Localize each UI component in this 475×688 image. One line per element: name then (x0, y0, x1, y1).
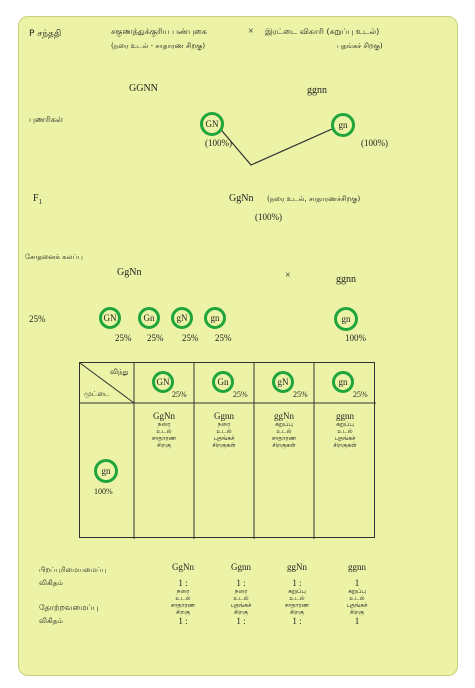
table-head-gamete-2: Gn (212, 371, 234, 393)
table-row-gamete: gn (94, 459, 118, 483)
test-gamete-pct-2: 25% (147, 333, 164, 343)
table-head-pct-4: 25% (353, 390, 368, 399)
test-row-percent: 25% (29, 314, 46, 324)
table-head-gamete-3: gN (272, 371, 294, 393)
gamete2-percent: (100%) (361, 138, 388, 148)
gamete-circle-gn-parent1: GN (200, 112, 224, 136)
table-head-pct-2: 25% (233, 390, 248, 399)
parent1-genotype: GGNN (129, 83, 158, 94)
parent1-detail: (நரை உடல் - சாதாரண சிறகு) (111, 42, 206, 50)
f1-genotype: GgNn (229, 193, 254, 204)
offspring-cell-2: Ggnn நரை உடல் புதங்கச் சிறகுகள் (212, 411, 236, 449)
offspring-cell-3: ggNn கறுப்பு உடல் சாதாரண சிறகுகள் (271, 411, 297, 449)
gametes-label: புணரிகள் (29, 115, 64, 124)
test-gamete-gn-lowerG: gN (171, 307, 193, 329)
test-gamete-pct-4: 25% (215, 333, 232, 343)
test-parent2-gamete: gn (334, 307, 358, 331)
punnett-table: விந்து முட்டை GN 25% Gn 25% gN 25% gn 25… (79, 362, 376, 539)
f1-phenotype: (நரை உடல், சாதாரணச்சிறகு) (267, 195, 361, 203)
test-cross-label: சோதனைக் கலப்பு (25, 253, 83, 261)
corner-egg-label: முட்டை (84, 390, 110, 398)
table-head-gamete-4: gn (332, 371, 354, 393)
test-gamete-pct-3: 25% (182, 333, 199, 343)
corner-sperm-label: விந்து (110, 368, 129, 376)
test-gamete-pct-1: 25% (115, 333, 132, 343)
test-gamete-gn-lower: gn (204, 307, 226, 329)
ratio-col-4: ggnn 1 கறுப்பு உடல் புதங்கச் சிறகு 1 (346, 562, 368, 626)
connector-lines (216, 124, 342, 166)
parent2-genotype: ggnn (307, 85, 327, 96)
phenotype-ratio-label-2: விகிதம் (39, 617, 63, 625)
table-head-pct-1: 25% (172, 390, 187, 399)
ratio-col-1: GgNn 1 : நரை உடல் சாதாரண சிறகு 1 : (170, 562, 196, 626)
test-cross-sign: × (285, 270, 291, 281)
parent1-phenotype: சகுணத்துக்குரிய பண்புகை (111, 27, 207, 36)
p-generation-label: P சந்ததி (29, 29, 62, 39)
table-head-gamete-1: GN (152, 371, 174, 393)
offspring-cell-4: ggnn கறுப்பு உடல் புதங்கச் சிறகுகள் (333, 411, 357, 449)
parent2-detail: புதங்கச் சிறகு) (337, 42, 383, 50)
table-head-pct-3: 25% (293, 390, 308, 399)
test-parent2-gamete-pct: 100% (345, 333, 366, 343)
table-row-pct: 100% (94, 487, 113, 496)
gamete-circle-gn-parent2: gn (331, 113, 355, 137)
gamete1-percent: (100%) (205, 138, 232, 148)
parent2-phenotype: இரட்டை விகாரி (கறுப்பு உடல்) (265, 27, 380, 36)
phenotype-ratio-label: தோற்றவமைப்பு (39, 603, 99, 612)
test-gamete-gn-upper: GN (99, 307, 121, 329)
f1-percent: (100%) (255, 212, 282, 222)
table-grid (80, 363, 376, 539)
offspring-cell-1: GgNn நரை உடல் சாதாரண சிறகு (151, 411, 177, 449)
test-gamete-gn-mixed: Gn (138, 307, 160, 329)
genotype-ratio-label-2: விகிதம் (39, 579, 63, 587)
genotype-ratio-label: பிறப்புரிமையமைப்பு (39, 566, 107, 574)
header-cross: × (248, 26, 254, 37)
diagram-card: P சந்ததி சகுணத்துக்குரிய பண்புகை × இரட்ட… (18, 16, 458, 676)
ratio-col-2: Ggnn 1 : நரை உடல் புதங்கச் சிறகு 1 : (230, 562, 252, 626)
f1-label: F1 (33, 193, 43, 206)
ratio-col-3: ggNn 1 : கறுப்பு உடல் சாதாரண சிறகு 1 : (284, 562, 310, 626)
test-parent2-genotype: ggnn (336, 274, 356, 285)
test-parent1-genotype: GgNn (117, 267, 142, 278)
